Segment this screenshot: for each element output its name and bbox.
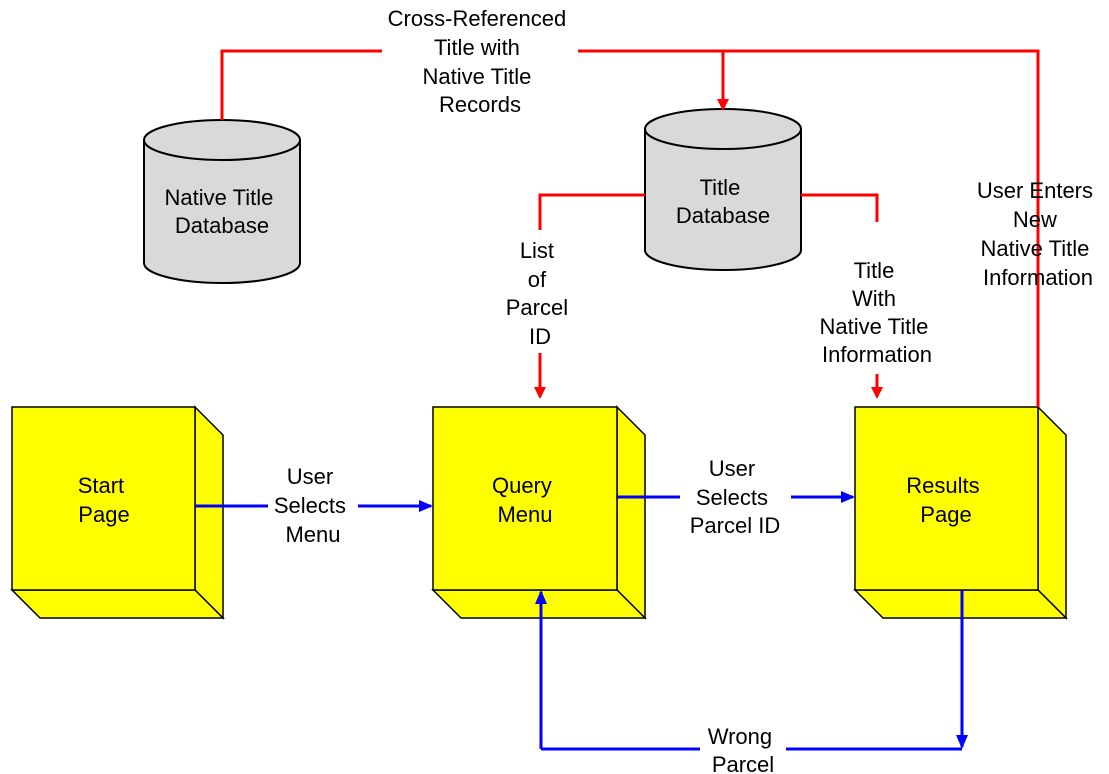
wrong-parcel-connector [535,590,968,751]
query-menu-box [431,405,647,620]
cross-referenced-label: Cross-Referenced Title with Native Title… [388,6,573,117]
wrong-parcel-label: Wrong Parcel [708,724,779,774]
cross-referenced-connector [220,49,1040,407]
native-title-database-label: Native Title Database [165,185,280,238]
query-menu-label: Query Menu [492,473,558,527]
list-of-parcel-id-connector [534,193,645,399]
start-page-box [10,405,225,620]
user-enters-new-label: User Enters New Native Title Information [977,178,1099,290]
title-with-native-title-connector [801,193,883,399]
results-page-label: Results Page [906,473,985,527]
title-database [644,108,802,271]
user-selects-parcel-id-label: User Selects Parcel ID [690,456,780,538]
start-page-label: Start Page [78,473,131,527]
title-with-native-title-label: Title With Native Title Information [820,258,935,367]
title-database-label: Title Database [676,175,770,228]
list-of-parcel-id-label: List of Parcel ID [506,238,574,349]
user-selects-menu-label: User Selects Menu [274,464,352,547]
